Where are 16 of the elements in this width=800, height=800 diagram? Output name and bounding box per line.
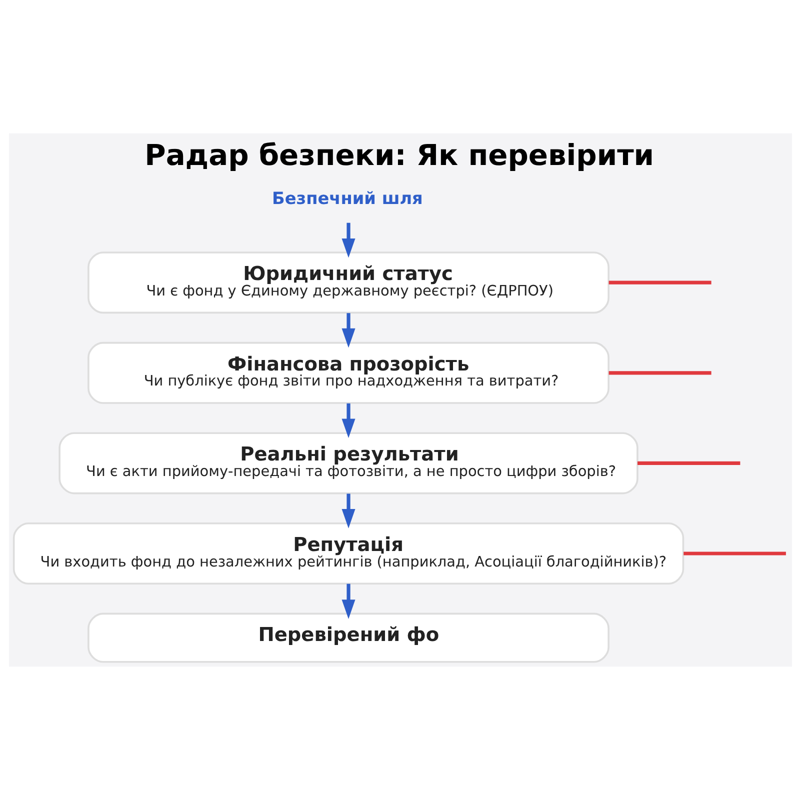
connector (683, 552, 786, 556)
node-box: Перевірений фо (87, 612, 609, 663)
arrow (341, 494, 355, 528)
connector (608, 280, 711, 284)
node-box: Реальні результати Чи є акти прийому-передачі та фотозвіти, а не просто цифри зборів? (58, 432, 638, 494)
connector (608, 371, 711, 375)
arrow (341, 584, 355, 619)
diagram-title: Радар безпеки: Як перевірити (144, 138, 654, 172)
node-box: Юридичний статус Чи є фонд у Єдиному державному реєстрі? (ЄДРПОУ) (87, 252, 609, 314)
node-box: Репутація Чи входить фонд до незалежних рейтингів (наприклад, Асоціації благодійників)? (12, 522, 684, 584)
arrow (341, 313, 355, 348)
arrow (341, 403, 355, 438)
node-box: Фінансова прозорість Чи публікує фонд звіти про надходження та витрати? (87, 342, 609, 404)
connector (637, 461, 740, 465)
arrow (341, 222, 355, 258)
node-text: Безпечний шля (272, 188, 422, 208)
